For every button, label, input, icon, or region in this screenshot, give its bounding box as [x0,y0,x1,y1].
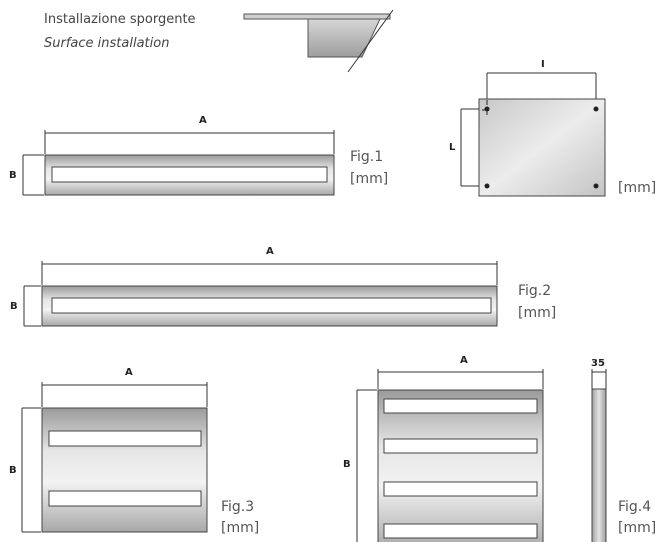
fig4-drawing [356,369,607,542]
fig1-drawing [22,130,335,196]
fig3-dim-b: B [9,465,17,476]
fig3-drawing [21,382,208,533]
plate-unit: [mm] [618,180,655,196]
fig2-unit: [mm] [518,305,557,321]
fig2-dim-a: A [266,246,274,257]
fig2-label: Fig.2 [518,283,552,299]
fig4-label: Fig.4 [618,499,652,515]
fig3-unit: [mm] [221,520,260,536]
mounting-plate-drawing [460,72,606,197]
caption-english: Surface installation [44,36,170,51]
fig2-drawing [23,261,498,327]
plate-dim-l: L [449,142,456,153]
fig3-label: Fig.3 [221,499,255,515]
fig1-dim-b: B [9,170,17,181]
fig1-dim-a: A [199,115,207,126]
fig4-dim-a: A [460,355,468,366]
fig1-unit: [mm] [350,171,389,187]
fig3-dim-a: A [125,367,133,378]
fig4-dim-b: B [343,459,351,470]
surface-profile-sketch [243,9,394,73]
caption-italian: Installazione sporgente [44,12,196,27]
fig2-dim-b: B [10,301,18,312]
fig4-dim-depth: 35 [591,358,605,369]
fig4-unit: [mm] [618,520,655,536]
fig1-label: Fig.1 [350,149,384,165]
plate-dim-i: I [541,59,545,70]
